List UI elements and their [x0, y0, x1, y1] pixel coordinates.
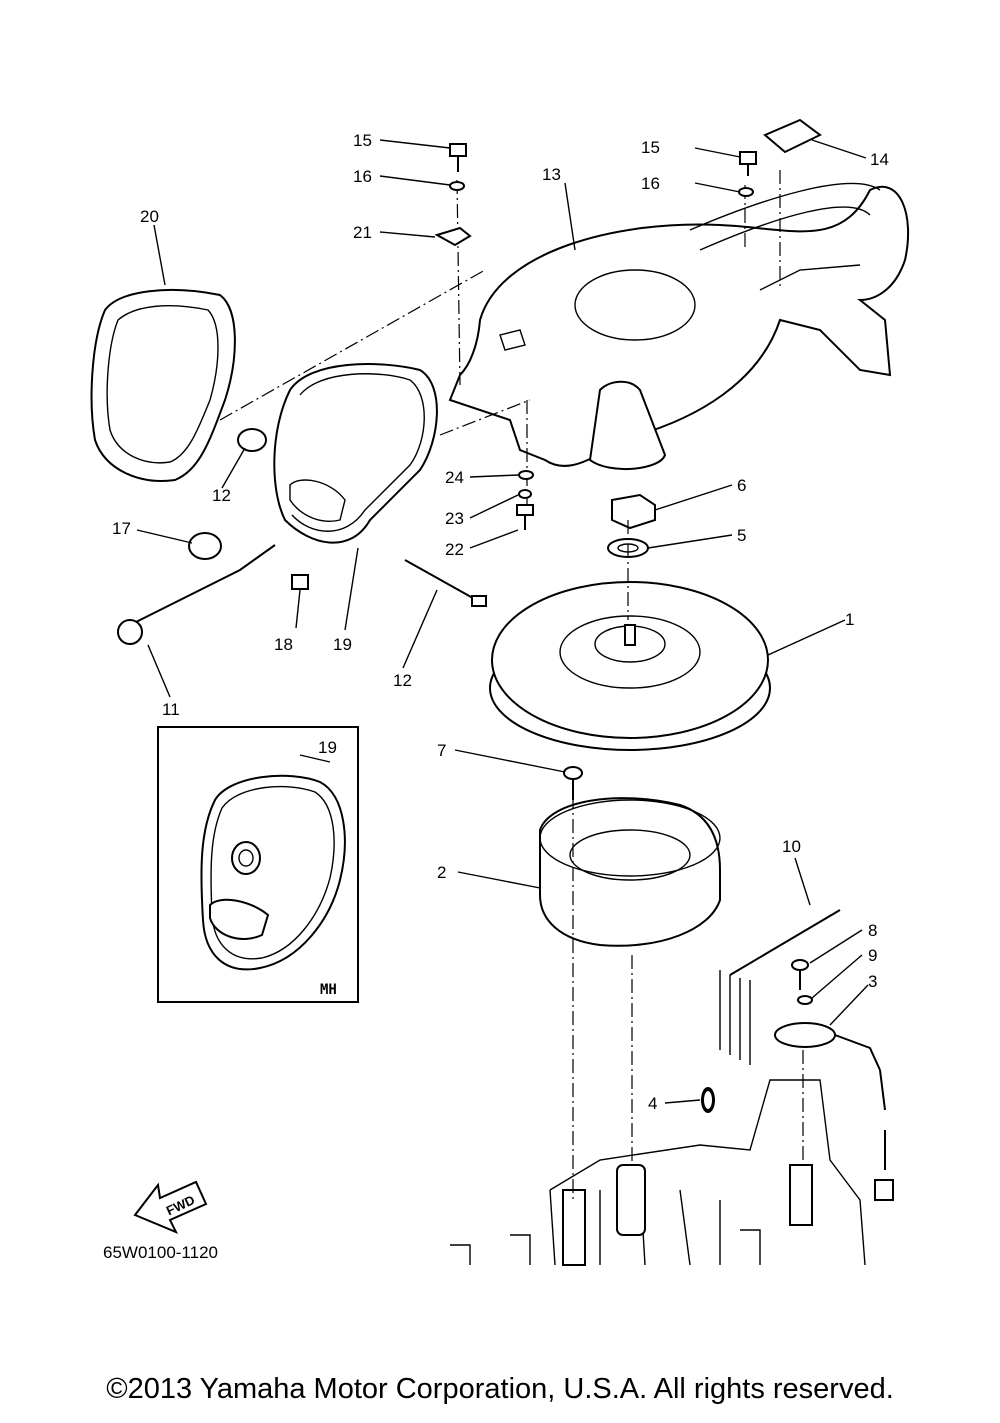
callout-6: 6	[737, 476, 746, 495]
callout-9: 9	[868, 946, 877, 965]
callout-5: 5	[737, 526, 746, 545]
callout-12a: 12	[212, 486, 231, 505]
callout-21: 21	[353, 223, 372, 242]
callout-19a: 19	[333, 635, 352, 654]
small-hardware	[434, 118, 822, 1111]
small-parts-left	[117, 428, 487, 645]
callout-14: 14	[870, 150, 889, 169]
callout-1: 1	[845, 610, 854, 629]
callout-15a: 15	[353, 131, 372, 150]
gasket	[90, 289, 236, 482]
inset-mh: 19 MH	[157, 726, 359, 1003]
fwd-arrow: FWD	[133, 1180, 208, 1234]
flywheel	[489, 581, 771, 751]
copyright-notice: ©2013 Yamaha Motor Corporation, U.S.A. A…	[106, 1373, 894, 1405]
callout-3: 3	[868, 972, 877, 991]
callout-7: 7	[437, 741, 446, 760]
callout-20: 20	[140, 207, 159, 226]
callout-8: 8	[868, 921, 877, 940]
callout-15b: 15	[641, 138, 660, 157]
callout-13: 13	[542, 165, 561, 184]
stator	[539, 797, 721, 947]
start-switch-bracket	[273, 363, 438, 544]
callout-19b: 19	[318, 738, 337, 757]
callout-11: 11	[162, 700, 180, 719]
alignment-lines	[219, 170, 804, 1200]
flywheel-cover	[448, 182, 909, 471]
callout-16b: 16	[641, 174, 660, 193]
callout-2: 2	[437, 863, 446, 882]
callout-4: 4	[648, 1094, 657, 1113]
nut-and-washer	[607, 493, 656, 558]
callout-10: 10	[782, 837, 801, 856]
callout-24: 24	[445, 468, 464, 487]
callout-17: 17	[112, 519, 131, 538]
pulser-coil	[701, 909, 894, 1201]
diagram-code: 65W0100-1120	[103, 1243, 218, 1262]
callout-23: 23	[445, 509, 464, 528]
callout-18: 18	[274, 635, 293, 654]
callout-22: 22	[445, 540, 464, 559]
callout-12b: 12	[393, 671, 412, 690]
inset-tag: MH	[320, 982, 337, 998]
engine-block	[450, 1079, 866, 1266]
leader-lines	[136, 139, 869, 1104]
callout-16a: 16	[353, 167, 372, 186]
